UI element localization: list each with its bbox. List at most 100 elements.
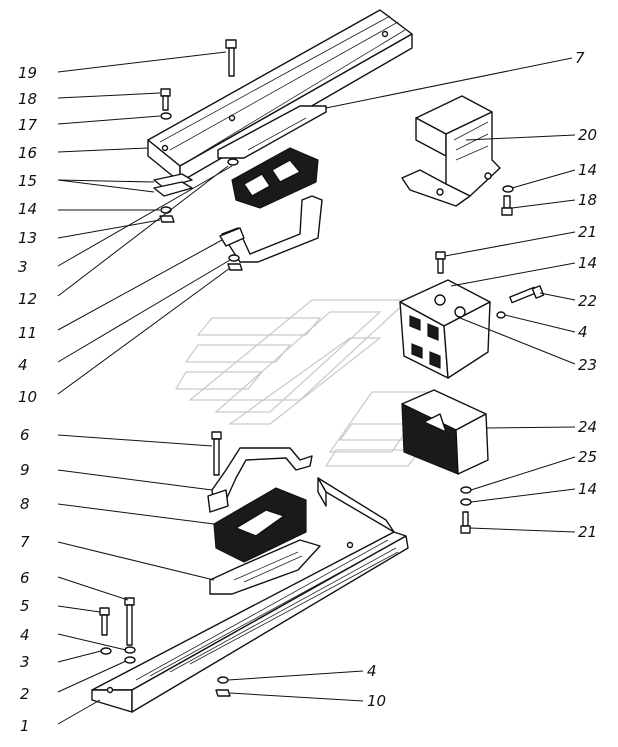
leader-line-c16 [57, 147, 149, 153]
callout-label-c16: 16 [18, 144, 37, 162]
leader-line-c4d [227, 670, 364, 681]
leader-line-c21a [444, 231, 576, 257]
leader-line-c7b [57, 541, 215, 581]
callout-label-c6a: 6 [20, 426, 30, 444]
upper-rubber-cushion [231, 147, 319, 209]
callout-label-c4a: 4 [18, 356, 28, 374]
leader-line-c10b [229, 692, 364, 702]
bolt-6-lower [124, 597, 135, 646]
callout-label-c8: 8 [20, 495, 30, 513]
callout-label-c23: 23 [578, 356, 597, 374]
bolt-18-right [501, 195, 513, 216]
callout-label-c7a: 7 [575, 49, 585, 67]
leader-line-c20 [465, 134, 576, 141]
leader-line-c5 [57, 605, 101, 613]
callout-label-c3b: 3 [20, 653, 30, 671]
nut-13 [159, 215, 175, 223]
callout-label-c21b: 21 [578, 523, 597, 541]
lower-frame-rail [91, 477, 409, 713]
leader-line-c7a [325, 57, 573, 109]
washer-4-right [496, 311, 506, 319]
cushion-block-23 [399, 279, 491, 379]
leader-line-c18b [511, 199, 576, 209]
callout-label-c6b: 6 [20, 569, 30, 587]
leader-line-c4b [504, 314, 576, 333]
callout-label-c13: 13 [18, 229, 37, 247]
leader-line-c3a [57, 165, 233, 267]
leader-line-c1 [57, 699, 101, 725]
leader-line-c18a [57, 92, 161, 99]
leader-line-c4c [57, 633, 127, 651]
leader-line-c4a [57, 259, 231, 363]
callout-labels: 1918171615141331211410720141821142242324… [18, 49, 597, 735]
callout-label-c14c: 14 [578, 254, 597, 272]
leader-line-c21b [469, 527, 576, 533]
washer-4-bottom [217, 676, 229, 684]
bolt-22 [509, 285, 545, 304]
callout-label-c7b: 7 [20, 533, 30, 551]
leader-line-c23 [459, 317, 576, 365]
bracket-20 [401, 95, 501, 207]
rubber-cushion-8 [213, 487, 307, 563]
washer-14-right-low [460, 498, 472, 506]
leader-line-c3b [57, 650, 102, 663]
callout-label-c22: 22 [578, 292, 597, 310]
leader-lines [57, 51, 576, 725]
watermark-logo [174, 299, 444, 467]
callout-label-c20: 20 [578, 126, 597, 144]
callout-label-c10b: 10 [367, 692, 386, 710]
leader-line-c25 [470, 456, 576, 491]
washer-4-lower [124, 646, 136, 654]
leader-line-c15 [57, 179, 155, 183]
lower-bracket-plate-7 [209, 539, 321, 595]
callout-label-c10a: 10 [18, 388, 37, 406]
leader-line-c14b [511, 169, 576, 189]
callout-label-c11: 11 [18, 324, 37, 342]
callout-label-c14b: 14 [578, 161, 597, 179]
leader-line-c22 [539, 292, 576, 301]
washer-3 [100, 647, 112, 655]
nut-10-bottom [215, 689, 231, 697]
washer-25 [460, 486, 472, 494]
nut-10-upper [227, 263, 243, 271]
washer-14-left [160, 206, 172, 214]
bolt-6-mid [211, 431, 222, 476]
leader-line-c17 [57, 115, 161, 125]
leader-line-c14c [450, 262, 576, 287]
callout-label-c15: 15 [18, 172, 37, 190]
callout-label-c18b: 18 [578, 191, 597, 209]
callout-label-c25: 25 [578, 448, 597, 466]
callout-label-c14a: 14 [18, 200, 37, 218]
washer-4-upper [228, 254, 240, 262]
bolt-19 [225, 39, 237, 77]
callout-label-c1: 1 [20, 717, 30, 735]
callout-label-c4d: 4 [367, 662, 377, 680]
leader-line-c13 [57, 219, 161, 239]
u-clamp-9 [207, 447, 313, 513]
rubber-block-24 [401, 389, 489, 475]
bolt-21-top [435, 251, 446, 274]
callout-label-c12: 12 [18, 290, 37, 308]
leader-line-c6a [57, 434, 213, 447]
leader-line-c12 [57, 165, 229, 297]
callout-label-c17: 17 [18, 116, 38, 134]
callout-label-c21a: 21 [578, 223, 597, 241]
leader-line-c14d [470, 488, 576, 503]
callout-label-c2: 2 [20, 685, 30, 703]
leader-line-c9 [57, 469, 213, 491]
washer-17 [160, 112, 172, 120]
bolt-18 [160, 88, 171, 111]
bolt-5 [99, 607, 110, 636]
washer-12 [227, 158, 239, 166]
washer-2 [124, 656, 136, 664]
bolt-21-bottom [460, 511, 471, 534]
leader-line-c2 [57, 660, 127, 693]
leader-line-c6b [57, 576, 129, 601]
leader-line-c15 [57, 179, 155, 193]
callout-label-c9: 9 [20, 461, 30, 479]
callout-label-c4c: 4 [20, 626, 30, 644]
shim-plates-15 [153, 173, 193, 197]
leader-line-c11 [57, 239, 223, 331]
washer-14-right-top [502, 185, 514, 193]
